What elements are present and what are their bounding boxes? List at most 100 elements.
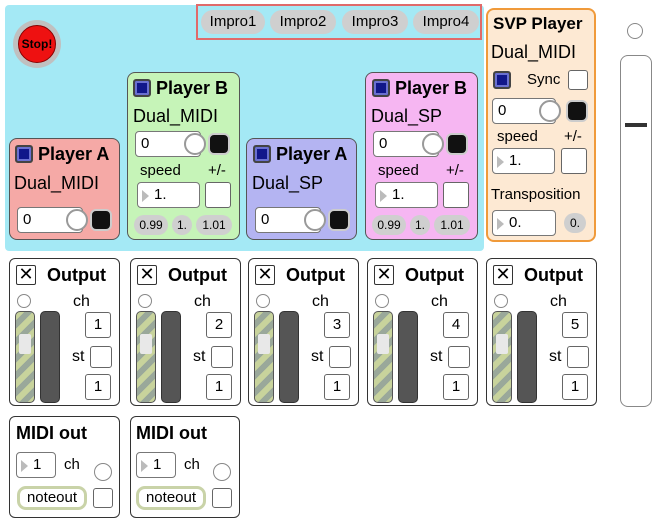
stop-button-face[interactable]: Stop! xyxy=(18,25,56,63)
output-2-bottom-field[interactable]: 1 xyxy=(206,374,232,400)
player-b-midi-speed-label: speed xyxy=(140,162,181,179)
svp-knob[interactable] xyxy=(539,100,561,122)
output-5-enable[interactable]: ✕ xyxy=(493,265,513,285)
svp-button[interactable] xyxy=(566,100,588,122)
output-2-st-label: st xyxy=(193,348,206,365)
output-5-level-thumb[interactable] xyxy=(496,334,508,354)
output-1-enable[interactable]: ✕ xyxy=(16,265,36,285)
player-b-sp-preset-099[interactable]: 0.99 xyxy=(372,215,406,235)
master-slider[interactable] xyxy=(620,55,652,407)
output-3-bottom-field[interactable]: 1 xyxy=(324,374,350,400)
player-a-midi-title: Player A xyxy=(38,144,110,164)
player-b-sp-pm-field[interactable] xyxy=(443,182,469,208)
player-b-sp-preset-101[interactable]: 1.01 xyxy=(434,215,470,235)
output-1-level-slider[interactable] xyxy=(15,311,35,403)
output-5-meter xyxy=(517,311,537,403)
svp-transposition-field[interactable]: 0. xyxy=(492,210,556,236)
player-a-midi-toggle[interactable] xyxy=(15,145,33,163)
output-4-level-slider[interactable] xyxy=(373,311,393,403)
svp-player-toggle[interactable] xyxy=(493,71,511,89)
output-2-st-checkbox[interactable] xyxy=(211,346,233,368)
midi-out-2-checkbox[interactable] xyxy=(212,488,232,508)
output-5-ch-field[interactable]: 5 xyxy=(562,312,588,338)
output-2-meter xyxy=(161,311,181,403)
output-2-ch-field[interactable]: 2 xyxy=(206,312,232,338)
output-2-level-thumb[interactable] xyxy=(140,334,152,354)
player-b-midi-pm-label: +/- xyxy=(208,162,226,179)
player-b-midi-speed-field[interactable]: 1. xyxy=(137,182,200,208)
output-5-level-slider[interactable] xyxy=(492,311,512,403)
player-b-midi-knob[interactable] xyxy=(184,133,206,155)
player-a-sp-toggle[interactable] xyxy=(253,145,271,163)
output-3-st-checkbox[interactable] xyxy=(329,346,351,368)
output-4-enable[interactable]: ✕ xyxy=(374,265,394,285)
svp-player-panel xyxy=(486,8,596,242)
output-3-title: Output xyxy=(286,265,345,285)
midi-out-2-title: MIDI out xyxy=(136,423,207,443)
player-b-sp-knob[interactable] xyxy=(422,133,444,155)
impro-tab-group xyxy=(196,4,482,40)
impro2-button[interactable]: Impro2 xyxy=(270,10,336,34)
output-4-st-label: st xyxy=(430,348,443,365)
output-3-indicator xyxy=(256,294,270,308)
output-3-enable[interactable]: ✕ xyxy=(255,265,275,285)
output-4-st-checkbox[interactable] xyxy=(448,346,470,368)
master-slider-thumb[interactable] xyxy=(625,123,647,127)
player-a-midi-knob[interactable] xyxy=(66,209,88,231)
impro1-button[interactable]: Impro1 xyxy=(201,10,265,34)
player-a-midi-button[interactable] xyxy=(90,209,112,231)
output-1-ch-field[interactable]: 1 xyxy=(85,312,111,338)
output-2-indicator xyxy=(138,294,152,308)
output-1-title: Output xyxy=(47,265,106,285)
output-3-level-slider[interactable] xyxy=(254,311,274,403)
output-5-title: Output xyxy=(524,265,583,285)
output-5-bottom-field[interactable]: 1 xyxy=(562,374,588,400)
output-1-st-checkbox[interactable] xyxy=(90,346,112,368)
output-4-title: Output xyxy=(405,265,464,285)
output-1-level-thumb[interactable] xyxy=(19,334,31,354)
midi-out-1-noteout: noteout xyxy=(17,486,87,510)
midi-out-1-ch-field[interactable]: 1 xyxy=(16,452,56,478)
player-b-midi-preset-101[interactable]: 1.01 xyxy=(196,215,232,235)
svp-sync-checkbox[interactable] xyxy=(568,70,588,90)
output-2-level-slider[interactable] xyxy=(136,311,156,403)
output-3-ch-label: ch xyxy=(312,293,329,310)
player-b-sp-toggle[interactable] xyxy=(372,79,390,97)
output-3-ch-field[interactable]: 3 xyxy=(324,312,350,338)
player-b-sp-preset-1[interactable]: 1. xyxy=(410,215,430,235)
svp-pm-field[interactable] xyxy=(561,148,587,174)
player-b-midi-mode: Dual_MIDI xyxy=(133,106,219,126)
svp-transposition-reset[interactable]: 0. xyxy=(564,213,586,233)
player-b-sp-button[interactable] xyxy=(446,133,468,155)
player-b-midi-pm-field[interactable] xyxy=(205,182,231,208)
output-4-ch-field[interactable]: 4 xyxy=(443,312,469,338)
player-b-midi-button[interactable] xyxy=(208,133,230,155)
player-a-sp-button[interactable] xyxy=(328,209,350,231)
midi-out-1-checkbox[interactable] xyxy=(93,488,113,508)
output-4-meter xyxy=(398,311,418,403)
midi-out-2-ch-field[interactable]: 1 xyxy=(136,452,176,478)
output-4-bottom-field[interactable]: 1 xyxy=(443,374,469,400)
player-b-midi-preset-099[interactable]: 0.99 xyxy=(134,215,168,235)
player-a-sp-knob[interactable] xyxy=(304,209,326,231)
output-3-level-thumb[interactable] xyxy=(258,334,270,354)
svp-speed-field[interactable]: 1. xyxy=(492,148,555,174)
master-slider-indicator xyxy=(627,23,643,39)
output-1-bottom-field[interactable]: 1 xyxy=(85,374,111,400)
player-b-sp-speed-field[interactable]: 1. xyxy=(375,182,438,208)
output-2-enable[interactable]: ✕ xyxy=(137,265,157,285)
impro3-button[interactable]: Impro3 xyxy=(342,10,408,34)
output-3-st-label: st xyxy=(311,348,324,365)
output-4-level-thumb[interactable] xyxy=(377,334,389,354)
output-2-ch-label: ch xyxy=(194,293,211,310)
output-1-indicator xyxy=(17,294,31,308)
output-3-meter xyxy=(279,311,299,403)
output-5-st-checkbox[interactable] xyxy=(567,346,589,368)
player-b-midi-title: Player B xyxy=(156,78,229,98)
player-b-midi-toggle[interactable] xyxy=(133,79,151,97)
player-a-midi-mode: Dual_MIDI xyxy=(14,173,100,193)
impro4-button[interactable]: Impro4 xyxy=(413,10,479,34)
output-5-indicator xyxy=(494,294,508,308)
output-5-st-label: st xyxy=(549,348,562,365)
player-b-midi-preset-1[interactable]: 1. xyxy=(172,215,192,235)
